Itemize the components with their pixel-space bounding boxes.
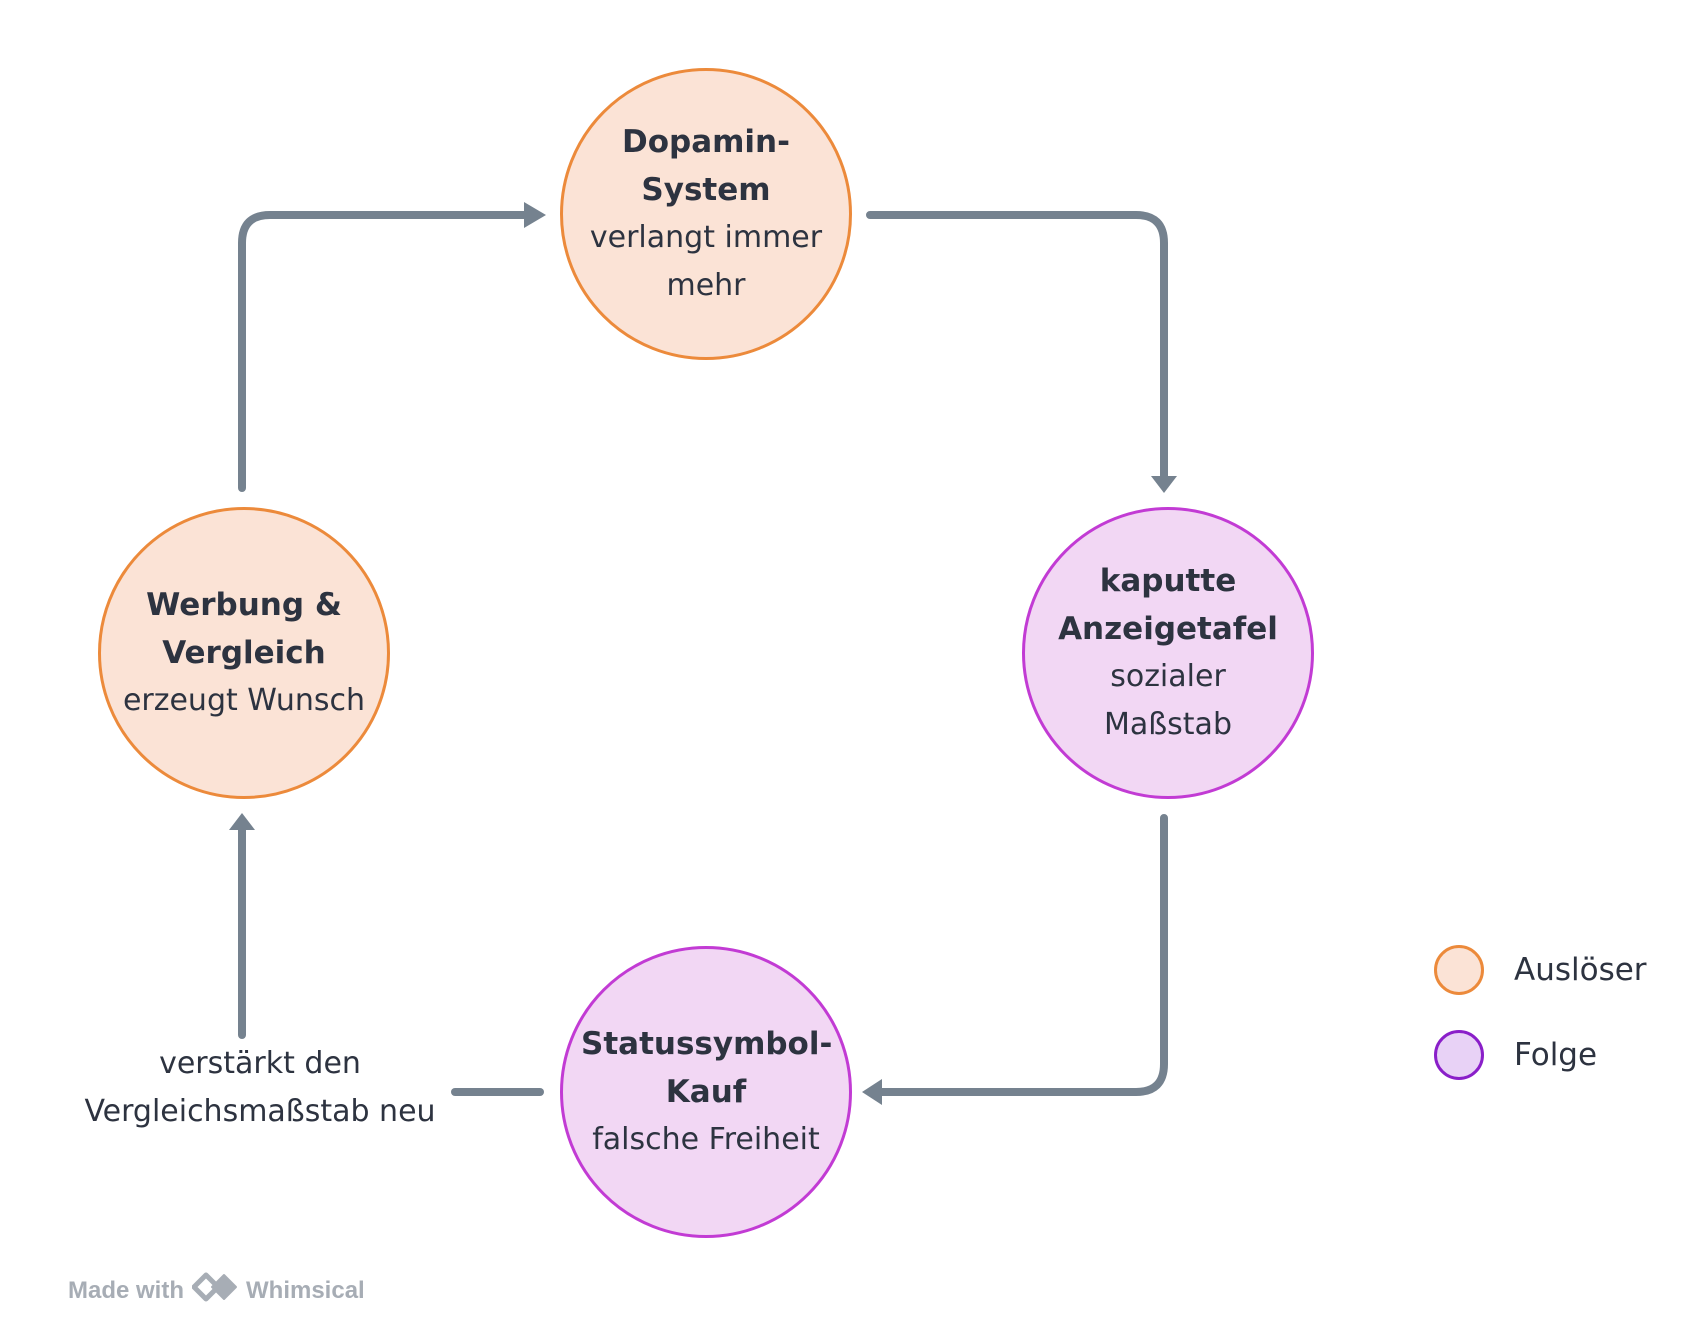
legend-label: Folge bbox=[1514, 1037, 1598, 1073]
legend-swatch-consequence bbox=[1434, 1030, 1484, 1080]
legend: Auslöser Folge bbox=[1434, 940, 1647, 1110]
arrowhead-left bbox=[862, 1079, 882, 1105]
arrowhead-up bbox=[229, 813, 255, 830]
watermark-prefix: Made with bbox=[68, 1276, 185, 1304]
node-title: kaputte Anzeigetafel bbox=[1058, 563, 1278, 647]
node-kaputte-anzeigetafel[interactable]: kaputte Anzeigetafel sozialer Maßstab bbox=[1022, 507, 1314, 799]
legend-item-trigger: Auslöser bbox=[1434, 940, 1647, 1000]
whimsical-logo-icon bbox=[191, 1272, 238, 1309]
node-title: Werbung & Vergleich bbox=[146, 587, 342, 671]
arrowhead-down bbox=[1151, 476, 1177, 493]
node-statussymbol-kauf[interactable]: Statussymbol-Kauf falsche Freiheit bbox=[560, 946, 852, 1238]
legend-label: Auslöser bbox=[1514, 952, 1647, 988]
node-dopamin-system[interactable]: Dopamin-System verlangt immer mehr bbox=[560, 68, 852, 360]
edge-label: verstärkt den Vergleichsmaßstab neu bbox=[84, 1046, 436, 1129]
node-subtitle: falsche Freiheit bbox=[592, 1122, 820, 1157]
node-subtitle: erzeugt Wunsch bbox=[122, 683, 366, 718]
arrowhead-right bbox=[524, 202, 546, 228]
node-subtitle: verlangt immer mehr bbox=[589, 220, 823, 303]
edge-anzeigetafel-to-statussymbol bbox=[876, 814, 1168, 1096]
node-title: Dopamin-System bbox=[621, 124, 790, 208]
node-werbung-vergleich[interactable]: Werbung & Vergleich erzeugt Wunsch bbox=[98, 507, 390, 799]
watermark[interactable]: Made with Whimsical bbox=[68, 1272, 365, 1309]
legend-swatch-trigger bbox=[1434, 945, 1484, 995]
node-title: Statussymbol-Kauf bbox=[581, 1026, 833, 1110]
node-subtitle: sozialer Maßstab bbox=[1104, 659, 1232, 742]
edge-werbung-to-dopamin bbox=[238, 211, 530, 492]
watermark-brand: Whimsical bbox=[246, 1276, 365, 1304]
edge-dopamin-to-anzeigetafel bbox=[866, 211, 1168, 482]
legend-item-consequence: Folge bbox=[1434, 1025, 1647, 1085]
